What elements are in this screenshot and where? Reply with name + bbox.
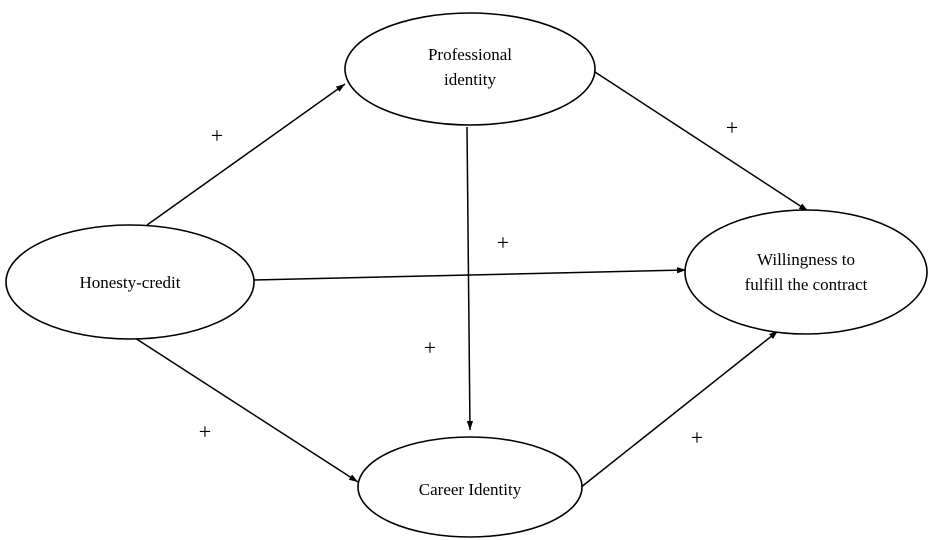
sign-honesty-to-willingness: + — [497, 230, 509, 255]
edge-professional-to-willingness — [594, 71, 809, 212]
node-willingness-line2: fulfill the contract — [745, 275, 868, 294]
sign-career-to-willingness: + — [691, 425, 703, 450]
sign-honesty-to-career: + — [199, 419, 211, 444]
edge-honesty-to-career — [134, 337, 359, 483]
sign-professional-to-willingness: + — [726, 115, 738, 140]
node-willingness: Willingness to fulfill the contract — [684, 209, 928, 335]
edge-honesty-to-willingness — [252, 267, 687, 281]
node-honesty-credit-label: Honesty-credit — [79, 273, 180, 292]
node-career-identity-label: Career Identity — [419, 480, 522, 499]
node-professional-identity-line1: Professional — [428, 45, 512, 64]
node-career-identity: Career Identity — [357, 436, 583, 538]
edge-honesty-to-professional — [146, 83, 346, 226]
sign-honesty-to-professional: + — [211, 123, 223, 148]
node-professional-identity: Professional identity — [344, 12, 596, 126]
edge-professional-to-career — [466, 126, 474, 431]
sign-professional-to-career: + — [424, 335, 436, 360]
node-honesty-credit: Honesty-credit — [5, 224, 255, 340]
edge-career-to-willingness — [579, 330, 779, 489]
node-professional-identity-line2: identity — [444, 70, 496, 89]
node-willingness-line1: Willingness to — [757, 250, 855, 269]
